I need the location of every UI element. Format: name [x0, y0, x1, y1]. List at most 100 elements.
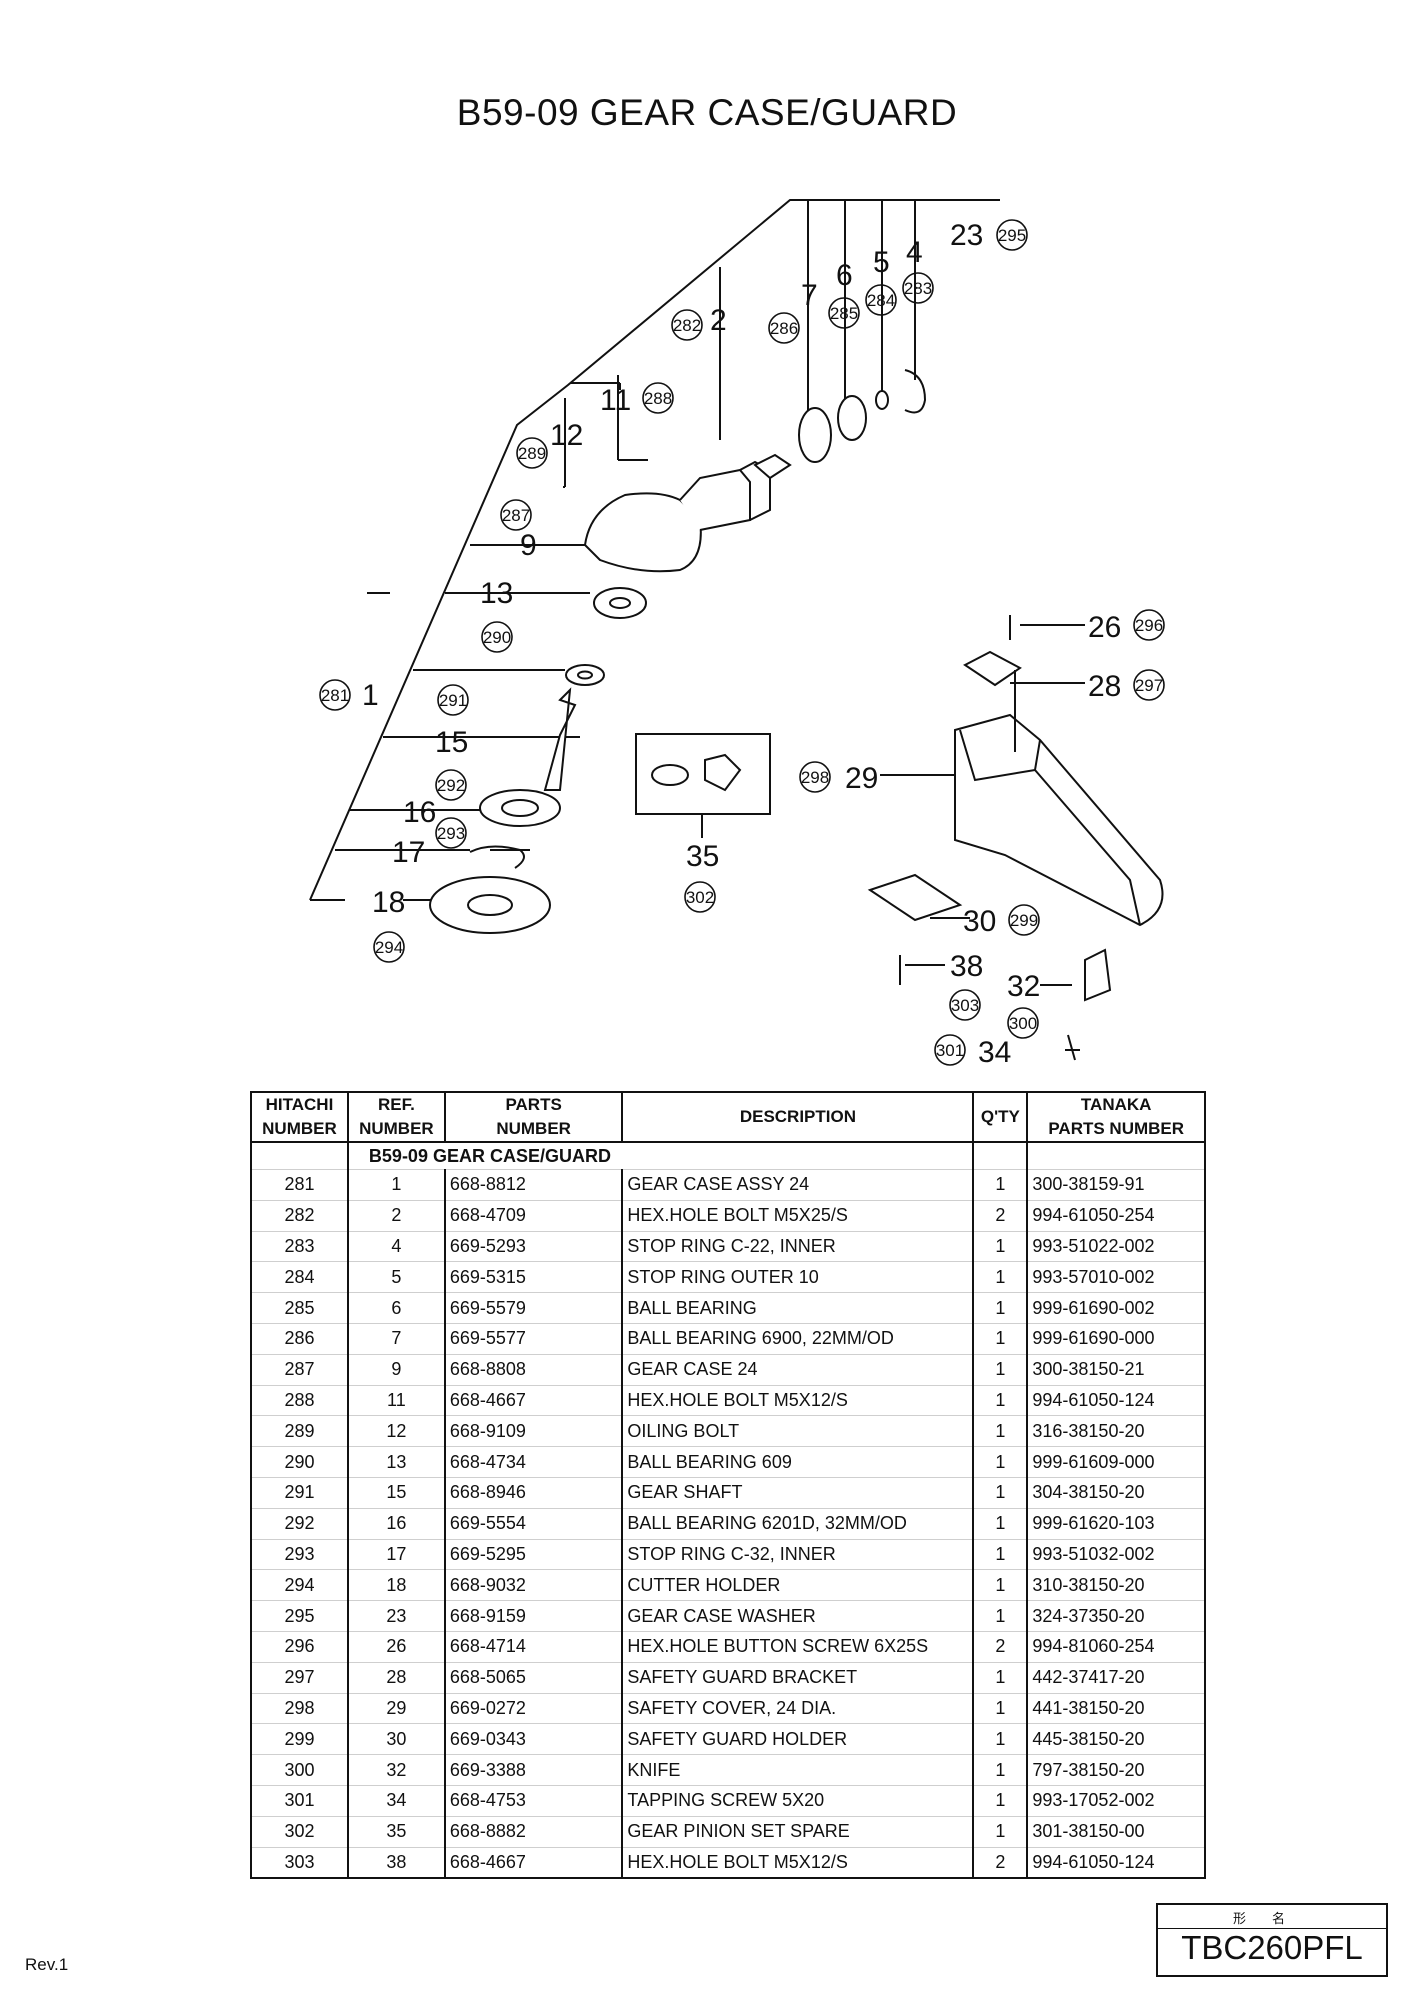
cell-qty: 1 [972, 1785, 1028, 1817]
cell-tanaka-number: 797-38150-20 [1026, 1754, 1205, 1786]
cell-tanaka-number: 999-61620-103 [1026, 1508, 1205, 1540]
cell-qty: 1 [972, 1816, 1028, 1848]
cell-hitachi-number: 302 [251, 1816, 348, 1848]
cell-parts-number: 669-5554 [443, 1508, 623, 1540]
cell-parts-number: 669-5577 [443, 1323, 623, 1355]
cell-description: GEAR SHAFT [621, 1477, 974, 1509]
circled-283: 283 [904, 279, 932, 298]
cell-ref-number: 17 [346, 1539, 445, 1571]
cell-ref-number: 1 [346, 1169, 445, 1201]
cell-description: BALL BEARING 6201D, 32MM/OD [621, 1508, 974, 1540]
cell-hitachi-number: 281 [251, 1169, 348, 1201]
callout-5: 5 [873, 246, 890, 279]
circled-294: 294 [375, 938, 403, 957]
cell-ref-number: 9 [346, 1354, 445, 1386]
cell-description: BALL BEARING 609 [621, 1446, 974, 1478]
cell-parts-number: 669-5293 [443, 1231, 623, 1263]
cell-description: STOP RING C-22, INNER [621, 1231, 974, 1263]
callout-18: 18 [372, 886, 405, 919]
cell-parts-number: 669-5579 [443, 1292, 623, 1324]
circled-289: 289 [518, 444, 546, 463]
cell-ref-number: 30 [346, 1723, 445, 1756]
header-ref-line1: REF. [346, 1092, 445, 1117]
cell-tanaka-number: 994-61050-124 [1026, 1847, 1205, 1879]
table-header-row-2: NUMBER NUMBER NUMBER PARTS NUMBER [251, 1117, 1205, 1143]
cell-qty: 1 [972, 1261, 1028, 1294]
callout-15: 15 [435, 726, 468, 759]
circled-286: 286 [770, 319, 798, 338]
circled-298: 298 [801, 768, 829, 787]
cell-ref-number: 28 [346, 1662, 445, 1694]
cell-description: STOP RING C-32, INNER [621, 1539, 974, 1571]
callout-30: 30 [963, 905, 996, 938]
cell-ref-number: 11 [346, 1385, 445, 1417]
cell-tanaka-number: 301-38150-00 [1026, 1816, 1205, 1848]
page-title: B59-09 GEAR CASE/GUARD [456, 92, 958, 133]
cell-tanaka-number: 994-61050-124 [1026, 1385, 1205, 1417]
cell-description: HEX.HOLE BOLT M5X25/S [621, 1200, 974, 1232]
cell-ref-number: 23 [346, 1600, 445, 1632]
cell-description: HEX.HOLE BOLT M5X12/S [621, 1385, 974, 1417]
cell-description: CUTTER HOLDER [621, 1569, 974, 1602]
circled-282: 282 [673, 316, 701, 335]
cell-tanaka-number: 999-61690-002 [1026, 1292, 1205, 1324]
header-parts-line2: NUMBER [443, 1117, 623, 1143]
cell-tanaka-number: 993-51032-002 [1026, 1539, 1205, 1571]
cell-qty: 1 [972, 1385, 1028, 1417]
cell-qty: 1 [972, 1754, 1028, 1786]
cell-parts-number: 668-8808 [443, 1354, 623, 1386]
header-hitachi-line1: HITACHI [265, 1095, 334, 1114]
circled-301: 301 [936, 1041, 964, 1060]
cell-parts-number: 668-4753 [443, 1785, 623, 1817]
circled-281: 281 [321, 686, 349, 705]
section-row: B59-09 GEAR CASE/GUARD [251, 1142, 1205, 1170]
cell-qty: 1 [972, 1446, 1028, 1478]
callout-35: 35 [686, 840, 719, 873]
cell-tanaka-number: 441-38150-20 [1026, 1693, 1205, 1725]
cell-ref-number: 12 [346, 1415, 445, 1448]
cell-description: GEAR CASE 24 [621, 1354, 974, 1386]
cell-qty: 1 [972, 1323, 1028, 1355]
model-name: TBC260PFL [1181, 1929, 1363, 1966]
circled-292: 292 [437, 776, 465, 795]
cell-ref-number: 32 [346, 1754, 445, 1786]
cell-parts-number: 668-4714 [443, 1631, 623, 1663]
callout-28: 28 [1088, 670, 1121, 703]
revision-label: Rev.1 [25, 1955, 69, 1974]
cell-hitachi-number: 284 [251, 1261, 348, 1294]
cell-qty: 1 [972, 1723, 1028, 1756]
cell-ref-number: 6 [346, 1292, 445, 1324]
header-parts-line1: PARTS [443, 1092, 623, 1117]
header-ref-line2: NUMBER [346, 1117, 445, 1143]
callout-9: 9 [520, 529, 537, 562]
header-qty: Q'TY [972, 1092, 1028, 1143]
circled-303: 303 [951, 996, 979, 1015]
cell-tanaka-number: 316-38150-20 [1026, 1415, 1205, 1448]
cell-ref-number: 13 [346, 1446, 445, 1478]
cell-hitachi-number: 298 [251, 1693, 348, 1725]
callout-7: 7 [801, 279, 818, 312]
parts-table: HITACHI REF. PARTS DESCRIPTION Q'TY TANA… [250, 1091, 1206, 1880]
cell-description: BALL BEARING 6900, 22MM/OD [621, 1323, 974, 1355]
cell-ref-number: 18 [346, 1569, 445, 1602]
callout-2: 2 [710, 304, 727, 337]
circled-288: 288 [644, 389, 672, 408]
cell-tanaka-number: 310-38150-20 [1026, 1569, 1205, 1602]
cell-qty: 1 [972, 1508, 1028, 1540]
cell-hitachi-number: 300 [251, 1754, 348, 1786]
cell-hitachi-number: 293 [251, 1539, 348, 1571]
circled-300: 300 [1009, 1014, 1037, 1033]
cell-description: GEAR PINION SET SPARE [621, 1816, 974, 1848]
model-label: 形名 [1232, 1912, 1311, 1927]
